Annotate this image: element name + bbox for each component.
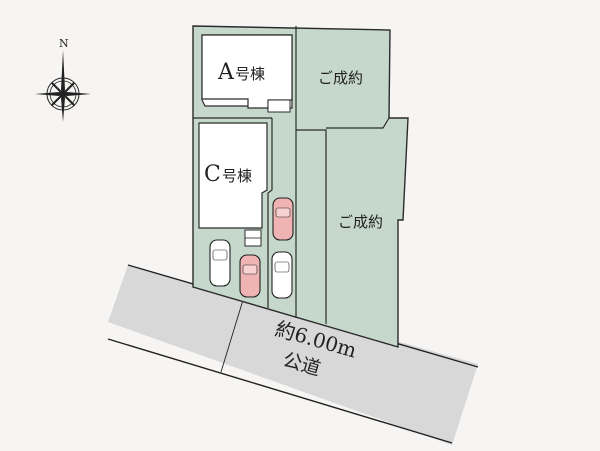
car-white-1 (209, 239, 231, 287)
building-c-label: C (204, 162, 221, 187)
car-white-2 (271, 251, 293, 299)
building-a-label: A (217, 60, 235, 85)
compass-north-label: N (59, 37, 69, 50)
car-pink-2 (239, 254, 261, 298)
sold-lot-lower-label: ご成約 (338, 213, 383, 231)
sold-lot-upper-label: ご成約 (318, 69, 363, 87)
compass-rose-icon (35, 50, 91, 122)
building-c: C 号棟 (198, 122, 268, 247)
parking-cars (209, 197, 294, 299)
building-a-suffix: 号棟 (235, 65, 265, 83)
car-pink-1 (272, 197, 294, 241)
road-width-dimension (220, 299, 244, 373)
building-a: A 号棟 (201, 34, 293, 113)
building-c-suffix: 号棟 (222, 167, 252, 185)
